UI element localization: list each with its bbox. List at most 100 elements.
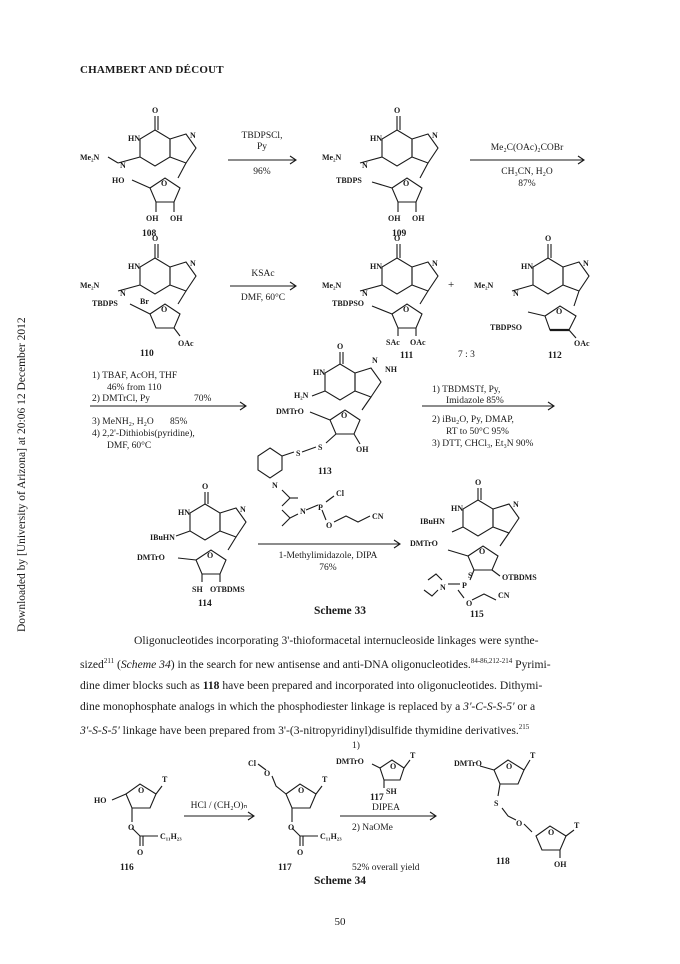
reagent-text: 70%	[194, 394, 212, 404]
atom-label: TBDPSO	[332, 299, 364, 308]
compound-reference: 118	[202, 678, 220, 692]
atom-label: Me₂N	[322, 153, 342, 162]
structure-117	[257, 763, 323, 846]
phosphoramidite-reagent	[281, 489, 371, 527]
structure-115	[423, 488, 520, 601]
text-run: ) in the search for new antisense and an…	[170, 657, 471, 671]
compound-number: 118	[496, 857, 510, 867]
linkage-term: 3'-S-S-5'	[80, 723, 120, 737]
reagent-text: 87%	[518, 179, 536, 189]
atom-label: CN	[372, 512, 384, 521]
atom-label: OH	[170, 214, 183, 223]
atom-label: HN	[451, 504, 463, 513]
atom-label: HN	[128, 134, 140, 143]
text-run: dine monophosphate analogs in which the …	[80, 699, 464, 713]
reagent-text: DIPEA	[372, 803, 400, 813]
atom-label: O	[466, 599, 472, 608]
atom-label: N	[240, 505, 246, 514]
atom-label: T	[410, 751, 416, 760]
reagent-text: 96%	[253, 167, 271, 177]
reagent-text: 1-Methylimidazole, DIPA	[279, 551, 378, 561]
atom-label: O	[298, 786, 304, 795]
atom-label: OH	[388, 214, 401, 223]
text-run: (	[114, 657, 121, 671]
atom-label: O	[403, 179, 409, 188]
reagent-text: 2) DMTrCl, Py	[92, 393, 150, 404]
reagent-text: CH₃CN, H₂O	[501, 167, 553, 177]
citation: 211	[103, 657, 115, 665]
atom-label: T	[574, 821, 580, 830]
atom-label: O	[548, 828, 554, 837]
atom-label: N	[362, 289, 368, 298]
atom-label: O	[506, 762, 512, 771]
yield-text: 52% overall yield	[352, 863, 420, 873]
atom-label: OH	[412, 214, 425, 223]
atom-label: N	[513, 289, 519, 298]
atom-label: C₁₁H₂₃	[320, 832, 342, 841]
atom-label: H₂N	[294, 391, 309, 400]
atom-label: N	[120, 289, 126, 298]
atom-label: T	[530, 751, 536, 760]
product-ratio: 7 : 3	[458, 350, 475, 360]
structure-113	[257, 352, 382, 479]
atom-label: N	[432, 259, 438, 268]
linkage-term: 3'-C-S-S-5'	[463, 699, 515, 713]
structure-114	[175, 492, 247, 582]
atom-label: OTBDMS	[210, 585, 245, 594]
atom-label: N	[583, 259, 589, 268]
reagent-text: 1)	[352, 740, 360, 751]
text-run: or a	[514, 699, 536, 713]
atom-label: OAc	[178, 339, 194, 348]
atom-label: O	[297, 848, 303, 857]
reagent-text: Imidazole 85%	[446, 396, 504, 406]
reagent-text: 2) NaOMe	[352, 822, 393, 833]
atom-label: DMTrO	[137, 553, 165, 562]
atom-label: N	[513, 500, 519, 509]
reagent-text: 3) DTT, CHCl₃, Et₃N 90%	[432, 438, 534, 449]
reagent-text: 2) iBu₂O, Py, DMAP,	[432, 414, 514, 425]
atom-label: HN	[178, 508, 190, 517]
compound-number: 117	[370, 793, 384, 803]
atom-label: O	[394, 106, 400, 115]
atom-label: Me₂N	[474, 281, 494, 290]
atom-label: N	[372, 356, 378, 365]
atom-label: N	[300, 507, 306, 516]
atom-label: N	[190, 259, 196, 268]
atom-label: DMTrO	[276, 407, 304, 416]
reagent-text: RT to 50°C 95%	[446, 426, 509, 437]
atom-label: CN	[498, 591, 510, 600]
atom-label: O	[137, 848, 143, 857]
page-number: 50	[334, 916, 346, 928]
atom-label: O	[516, 819, 522, 828]
atom-label: NH	[385, 365, 398, 374]
atom-label: T	[162, 775, 168, 784]
structure-116	[111, 783, 163, 846]
reagent-text: Py	[257, 142, 267, 152]
atom-label: SH	[386, 787, 397, 796]
atom-label: HN	[313, 368, 325, 377]
atom-label: O	[161, 305, 167, 314]
reagent-text: DMF, 60°C	[241, 292, 285, 303]
compound-number: 114	[198, 599, 212, 609]
atom-label: N	[362, 161, 368, 170]
atom-label: O	[337, 342, 343, 351]
atom-label: OH	[356, 445, 369, 454]
reagent-text: 85%	[170, 417, 188, 427]
atom-label: O	[556, 307, 562, 316]
atom-label: P	[462, 581, 467, 590]
atom-label: HN	[128, 262, 140, 271]
reagent-text: KSAc	[251, 269, 274, 279]
atom-label: OH	[146, 214, 159, 223]
scheme-reference: Scheme 34	[120, 657, 171, 671]
atom-label: N	[190, 131, 196, 140]
atom-label: Me₂N	[322, 281, 342, 290]
atom-label: HN	[521, 262, 533, 271]
atom-label: HO	[112, 176, 124, 185]
reagent-text: Me₂C(OAc)₂COBr	[491, 142, 564, 153]
atom-label: T	[322, 775, 328, 784]
atom-label: O	[138, 786, 144, 795]
atom-label: O	[152, 106, 158, 115]
compound-number: 112	[548, 351, 562, 361]
text-run: linkage have been prepared from 3'-(3-ni…	[119, 723, 519, 737]
structure-118	[479, 759, 575, 858]
